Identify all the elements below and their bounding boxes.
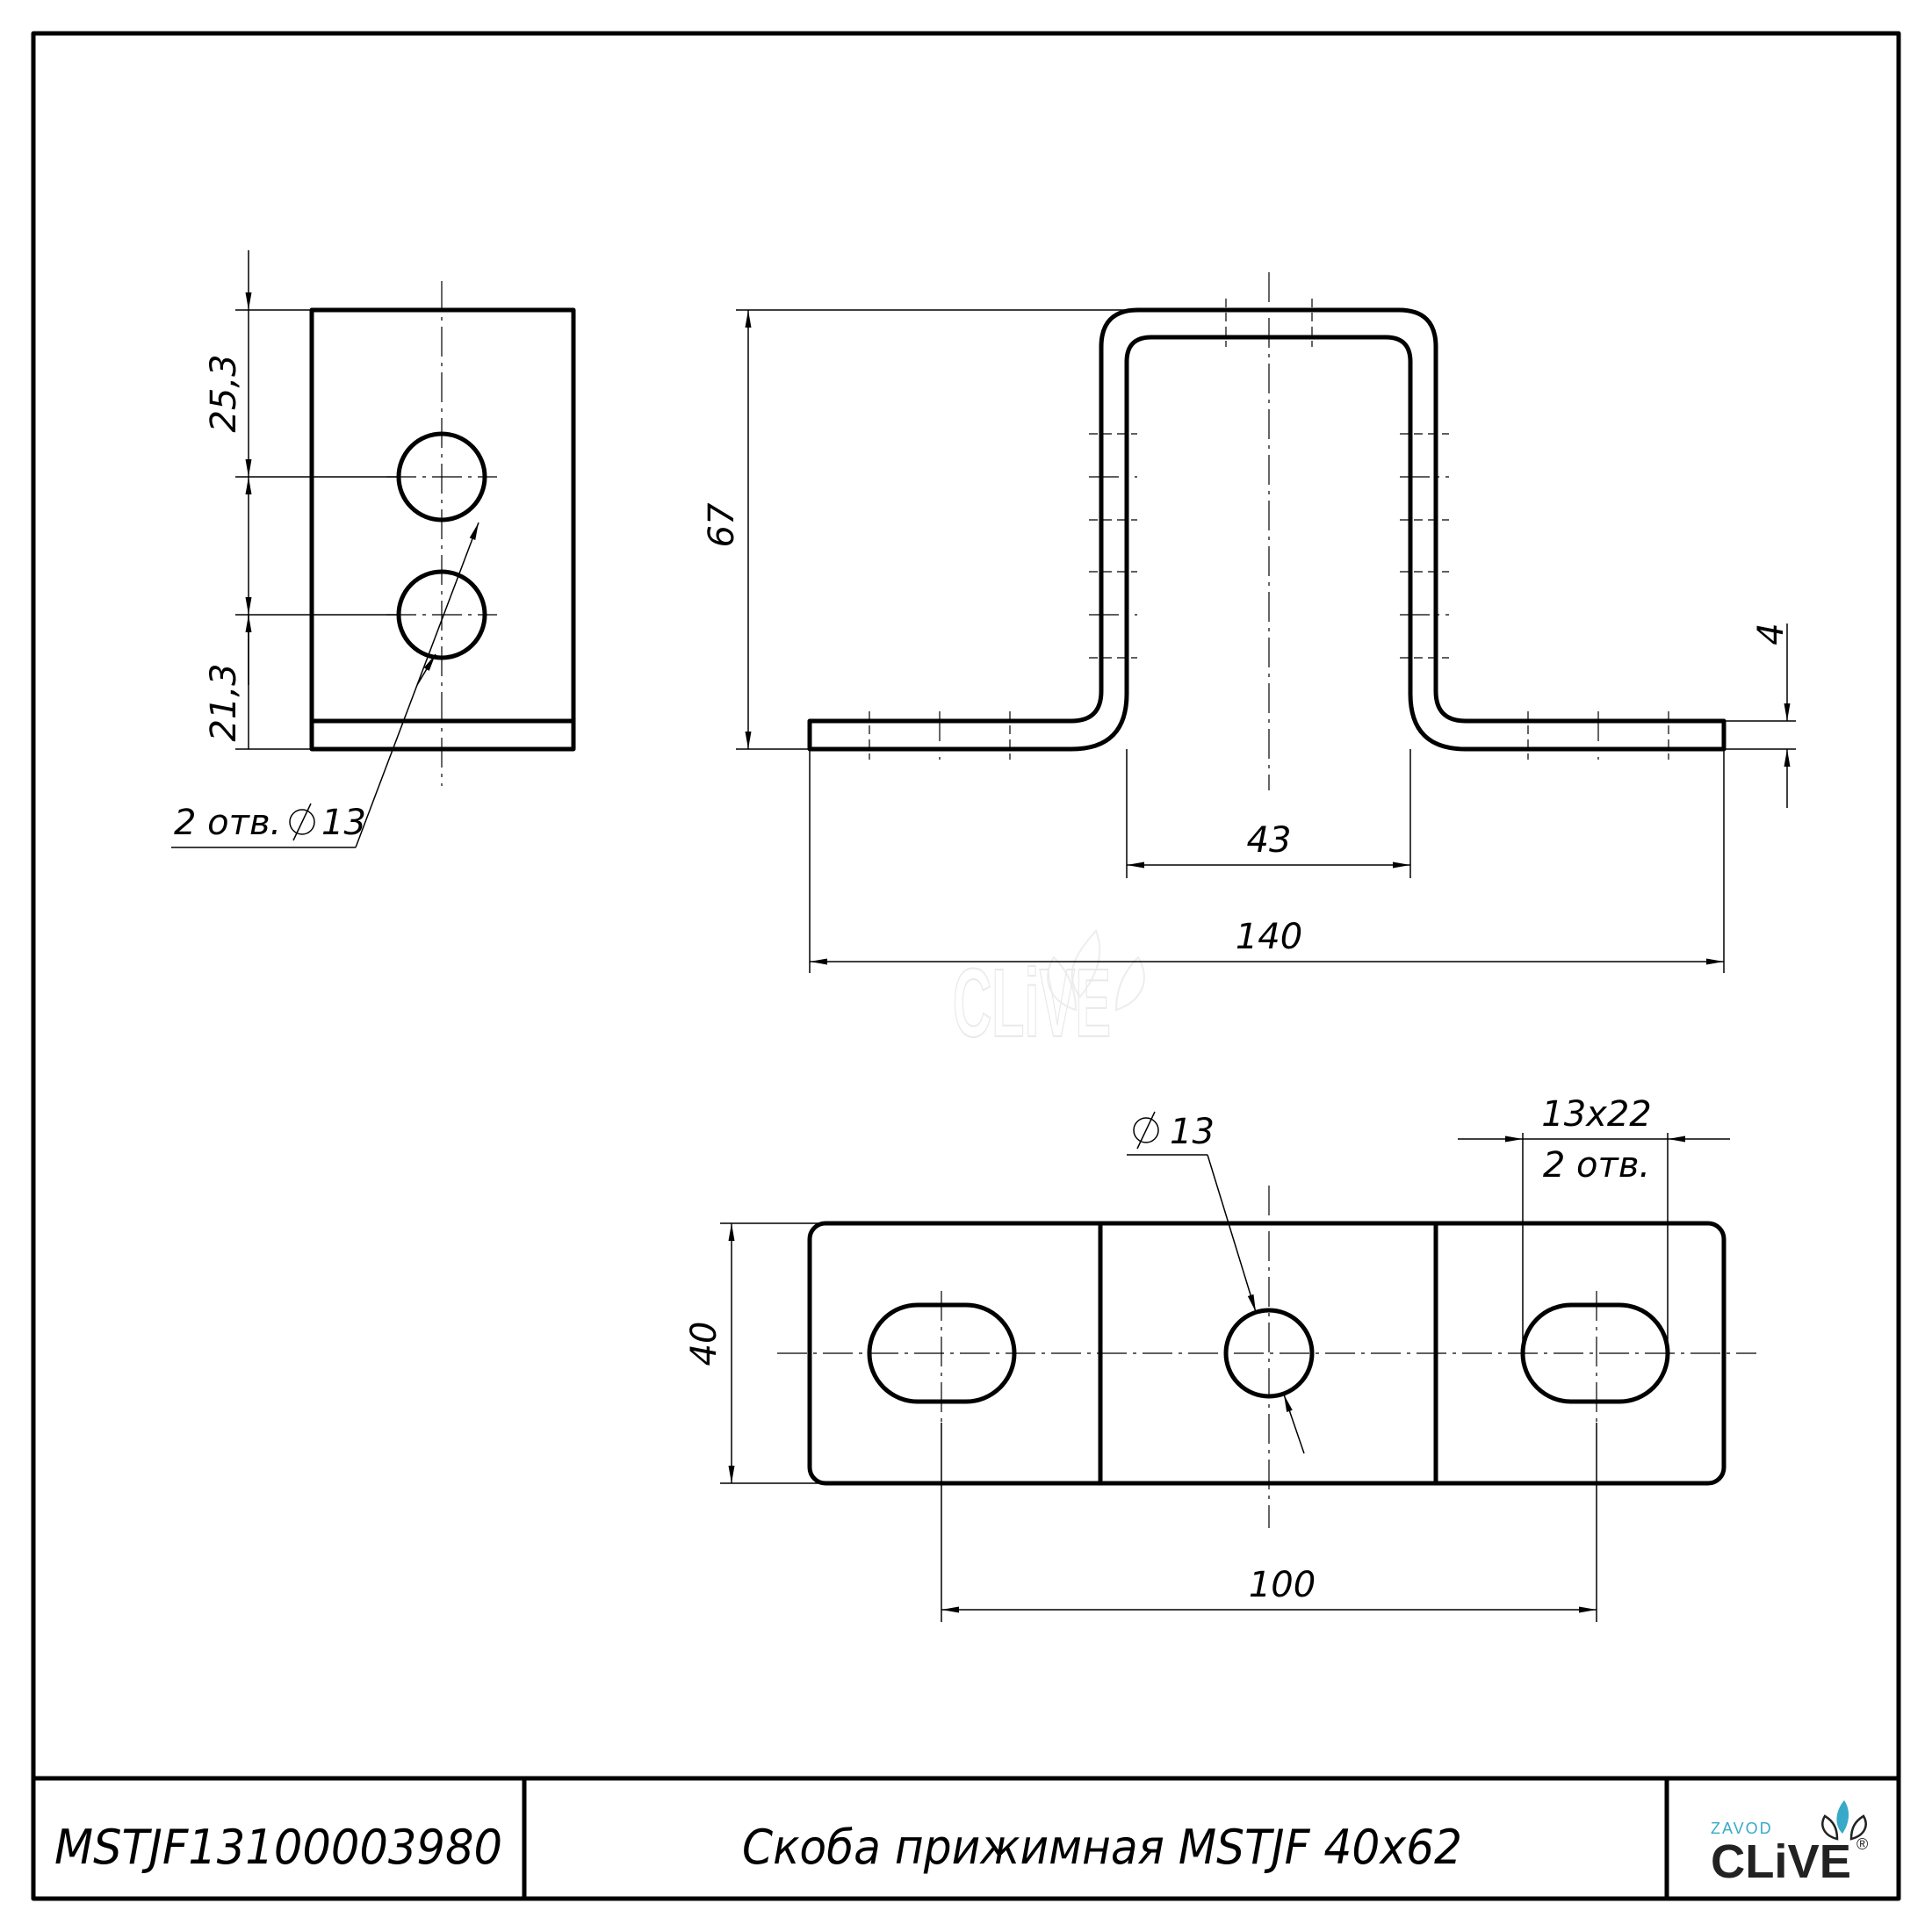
- dim-text-67: 67: [702, 502, 742, 547]
- leaf-icon: [1849, 1814, 1867, 1841]
- logo-main-text: CLiVE: [1711, 1835, 1851, 1888]
- title-block: MSTJF13100003980 Скоба прижимная MSTJF 4…: [33, 1776, 1899, 1899]
- watermark-text: CLiVE: [953, 949, 1111, 1057]
- diameter-symbol: [1136, 1111, 1156, 1150]
- diameter-symbol: [292, 803, 312, 841]
- hole-note-count: 2 отв.: [174, 803, 281, 843]
- dim-text-140: 140: [1236, 917, 1302, 957]
- company-logo: ZAVOD CLiVE ®: [1711, 1800, 1868, 1888]
- slot-size-text: 13x22: [1541, 1094, 1651, 1135]
- front-view: 67 43 140 4: [702, 272, 1796, 973]
- front-view-outer-profile: [807, 307, 1727, 752]
- hole-leader: [1283, 1394, 1305, 1454]
- leaf-icon: [1836, 1800, 1849, 1834]
- top-view: 40 100 13 13x22 2 отв.: [684, 1094, 1756, 1622]
- diameter-symbol: [1133, 1117, 1159, 1143]
- dim-text-4: 4: [1751, 623, 1791, 645]
- part-name: Скоба прижимная MSTJF 40x62: [742, 1820, 1462, 1875]
- hole-note-dia: 13: [321, 803, 366, 843]
- dim-text-25-3: 25,3: [204, 354, 244, 432]
- hole-leader: [416, 653, 436, 686]
- dim-text-40: 40: [684, 1322, 724, 1366]
- watermark-logo: CLiVE: [952, 929, 1145, 1058]
- sheet-frame: [31, 31, 1901, 1901]
- logo-small-text: ZAVOD: [1711, 1820, 1773, 1837]
- part-number: MSTJF13100003980: [54, 1820, 502, 1875]
- diameter-symbol: [289, 809, 315, 835]
- dim-text-100: 100: [1249, 1565, 1316, 1605]
- dim-text-21-3: 21,3: [204, 663, 244, 741]
- dim-text-43: 43: [1247, 820, 1292, 861]
- hole-leader: [1207, 1154, 1257, 1313]
- center-hole: [1223, 1308, 1315, 1399]
- side-view: 25,3 21,3 2 отв. 13: [171, 250, 576, 848]
- top-view-outline: [807, 1221, 1727, 1486]
- slot-count-text: 2 отв.: [1543, 1145, 1650, 1186]
- leaf-icon: [1821, 1814, 1839, 1841]
- hole-dia-text: 13: [1170, 1112, 1215, 1152]
- side-view-outline: [309, 307, 576, 752]
- logo-registered-mark: ®: [1856, 1835, 1868, 1853]
